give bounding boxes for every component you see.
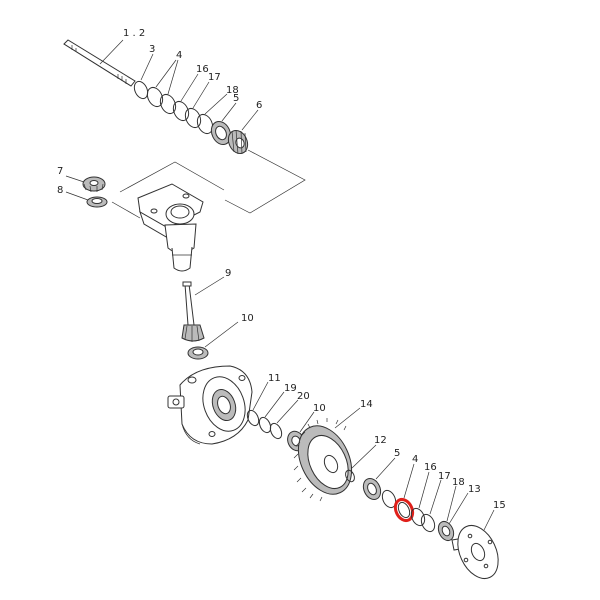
label-9: 9 xyxy=(225,268,231,279)
crown-gear xyxy=(293,418,353,502)
spacer-ring xyxy=(345,469,355,483)
part-labels: 1 . 2 3 4 16 17 18 5 6 7 8 9 10 11 19 20… xyxy=(57,28,506,511)
leader-lines xyxy=(65,39,495,531)
label-3: 3 xyxy=(149,44,155,55)
label-13: 13 xyxy=(468,484,481,495)
label-15: 15 xyxy=(493,500,506,511)
label-17: 17 xyxy=(208,72,221,83)
upper-gear-housing xyxy=(137,183,204,272)
label-5-lower: 5 xyxy=(394,448,400,459)
label-10-lower: 10 xyxy=(313,403,326,414)
small-bearing xyxy=(86,196,108,208)
upper-bearing xyxy=(210,120,232,146)
label-11: 11 xyxy=(268,373,281,384)
output-bearing xyxy=(437,520,455,542)
main-gear-housing xyxy=(167,365,253,445)
vertical-pinion-shaft xyxy=(181,281,205,342)
label-7: 7 xyxy=(57,166,63,177)
pinion-bearing xyxy=(187,346,209,360)
upper-bevel-gear xyxy=(227,129,249,155)
label-14: 14 xyxy=(360,399,373,410)
lower-washer-set xyxy=(410,507,436,533)
label-1-2: 1 . 2 xyxy=(123,28,145,39)
label-18: 18 xyxy=(226,85,239,96)
output-flange xyxy=(451,525,499,579)
label-18-lower: 18 xyxy=(452,477,465,488)
small-bevel-gear xyxy=(82,176,106,193)
shaft-part xyxy=(63,39,136,87)
label-4-lower: 4 xyxy=(412,454,418,465)
label-12: 12 xyxy=(374,435,387,446)
label-19: 19 xyxy=(284,383,297,394)
label-10-upper: 10 xyxy=(241,313,254,324)
label-16: 16 xyxy=(196,64,209,75)
lower-ring-plain xyxy=(381,489,397,509)
label-16-lower: 16 xyxy=(424,462,437,473)
label-20: 20 xyxy=(297,391,310,402)
lower-bearing-right xyxy=(362,477,382,501)
label-17-lower: 17 xyxy=(438,471,451,482)
label-6: 6 xyxy=(256,100,262,111)
label-5: 5 xyxy=(233,93,239,104)
highlighted-ring-part-4 xyxy=(393,497,415,523)
label-4: 4 xyxy=(176,50,182,61)
upper-washer-set xyxy=(133,80,214,135)
label-8: 8 xyxy=(57,185,63,196)
housing-washer-set xyxy=(246,409,283,440)
